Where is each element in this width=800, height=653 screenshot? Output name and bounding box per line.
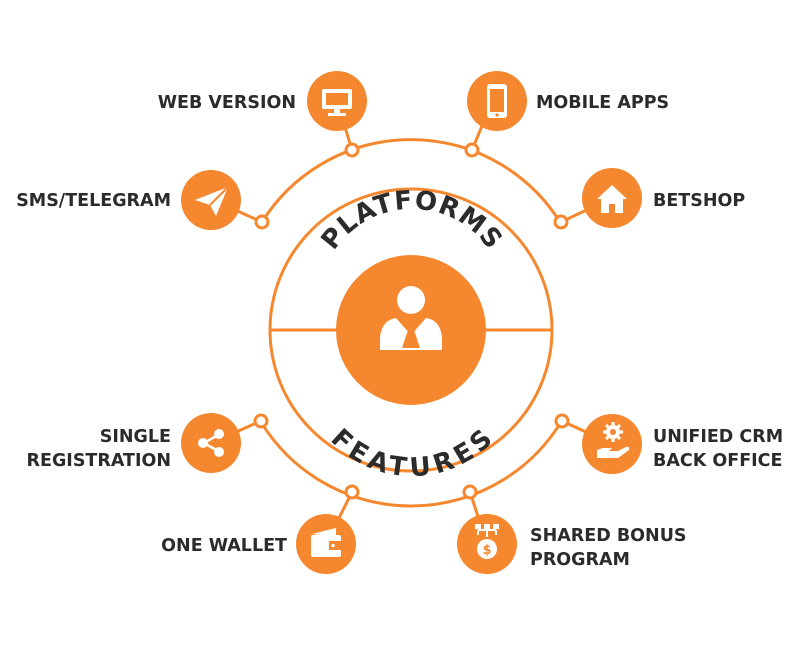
tie-icon xyxy=(402,322,420,348)
label-web-version: WEB VERSION xyxy=(158,93,296,113)
platforms-title: PLATFORMS xyxy=(316,185,509,255)
label-back-office: BACK OFFICE xyxy=(653,451,782,471)
label-single: SINGLE xyxy=(100,427,171,447)
junction-dot xyxy=(344,484,360,500)
label-sms-telegram: SMS/TELEGRAM xyxy=(16,191,171,211)
bonus-tree-icon: $ xyxy=(475,524,499,559)
paper-plane-icon xyxy=(195,186,229,216)
monitor-icon xyxy=(322,89,352,116)
label-unified-crm: UNIFIED CRM xyxy=(653,427,783,447)
label-mobile-apps: MOBILE APPS xyxy=(536,93,669,113)
user-tie-icon xyxy=(380,286,442,350)
share-icon xyxy=(198,429,224,457)
label-betshop: BETSHOP xyxy=(653,191,745,211)
gear-hand-icon xyxy=(597,422,630,458)
wallet-icon xyxy=(311,528,341,557)
features-title: FEATURES xyxy=(325,423,499,483)
platforms-title-path: PLATFORMS xyxy=(316,185,508,255)
label-shared-bonus: SHARED BONUS xyxy=(530,526,687,546)
features-title-path: FEATURES xyxy=(325,423,498,483)
upper-outer-arc xyxy=(260,138,562,224)
junction-dot xyxy=(253,413,269,429)
lower-outer-arc xyxy=(259,420,563,508)
junction-dot xyxy=(553,214,569,230)
junction-dot xyxy=(344,142,360,158)
svg-text:$: $ xyxy=(482,543,491,558)
smartphone-icon xyxy=(487,84,507,118)
junction-dot xyxy=(254,214,270,230)
label-one-wallet: ONE WALLET xyxy=(161,536,287,556)
label-registration: REGISTRATION xyxy=(27,451,171,471)
junction-dot xyxy=(462,484,478,500)
node-crm xyxy=(582,414,642,474)
outer-ring xyxy=(259,138,563,508)
junction-dots xyxy=(253,142,570,500)
junction-dot xyxy=(554,413,570,429)
node-registration xyxy=(181,413,241,473)
label-program: PROGRAM xyxy=(530,550,630,570)
junction-dot xyxy=(464,142,480,158)
house-icon xyxy=(597,185,627,213)
